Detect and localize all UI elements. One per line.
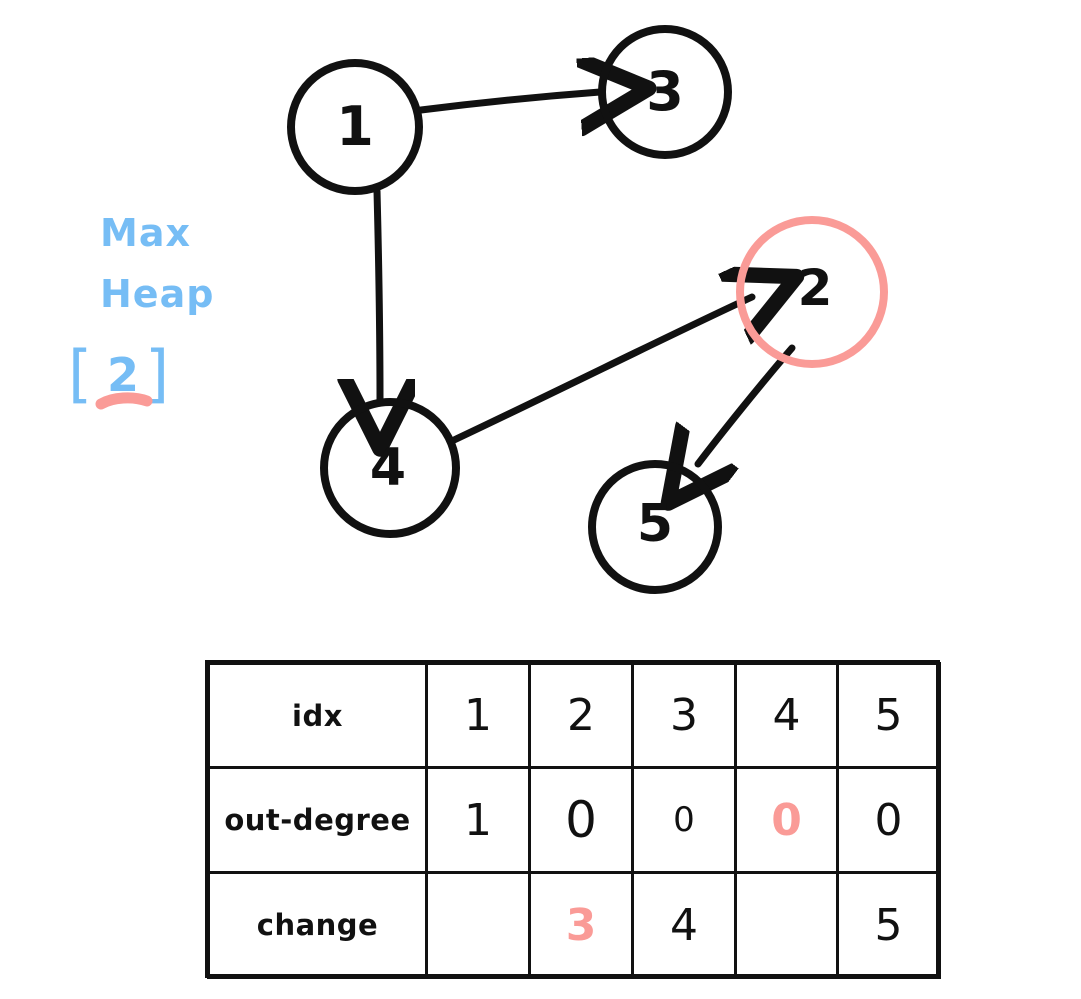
cell-change-2: 3 xyxy=(528,871,634,979)
node-circle-4 xyxy=(320,398,460,538)
cell-change-4 xyxy=(734,871,839,979)
directed-graph: 1 3 2 4 5 xyxy=(287,25,888,594)
edge-1-to-3 xyxy=(417,92,600,110)
cell-idx-1: 1 xyxy=(425,662,531,769)
node-circle-2 xyxy=(736,216,888,368)
node-label-2: 2 xyxy=(797,259,833,317)
cell-outdeg-4: 0 xyxy=(734,766,839,874)
cell-change-3: 4 xyxy=(631,871,737,979)
cell-outdeg-3: 0 xyxy=(631,766,737,874)
cell-outdeg-5: 0 xyxy=(836,766,941,874)
node-circle-5 xyxy=(588,460,722,594)
node-label-3: 3 xyxy=(646,60,684,123)
edge-1-to-4 xyxy=(377,187,380,400)
row-header-out-degree: out-degree xyxy=(207,766,428,874)
graph-nodes xyxy=(287,25,888,594)
graph-edges xyxy=(377,92,792,464)
node-label-5: 5 xyxy=(636,494,674,554)
table-row-out-degree: out-degree 1 0 0 0 0 xyxy=(207,766,941,874)
cell-idx-2: 2 xyxy=(528,662,634,769)
table-row-change: change 3 4 5 xyxy=(207,871,941,979)
cell-outdeg-2: 0 xyxy=(528,766,634,874)
max-heap-line-2: Heap xyxy=(100,272,215,316)
row-header-idx: idx xyxy=(207,662,428,769)
row-header-change: change xyxy=(207,871,428,979)
max-heap-line-1: Max xyxy=(100,211,191,255)
cell-idx-5: 5 xyxy=(836,662,941,769)
cell-change-1 xyxy=(425,871,531,979)
table-row-idx: idx 1 2 3 4 5 xyxy=(207,662,941,769)
cell-outdeg-1: 1 xyxy=(425,766,531,874)
graph-drawing xyxy=(287,25,888,594)
node-label-4: 4 xyxy=(369,438,407,498)
heap-value-underline xyxy=(95,392,153,410)
node-label-1: 1 xyxy=(336,95,374,158)
out-degree-table: idx 1 2 3 4 5 out-degree 1 0 0 0 0 chang… xyxy=(207,662,941,979)
heap-bracket-open: [ xyxy=(68,337,93,410)
node-circle-3 xyxy=(598,25,732,159)
cell-idx-3: 3 xyxy=(631,662,737,769)
cell-idx-4: 4 xyxy=(734,662,839,769)
edge-2-to-5 xyxy=(698,344,796,464)
cell-change-5: 5 xyxy=(836,871,941,979)
edge-4-to-2 xyxy=(448,297,752,445)
node-circle-1 xyxy=(287,59,423,195)
